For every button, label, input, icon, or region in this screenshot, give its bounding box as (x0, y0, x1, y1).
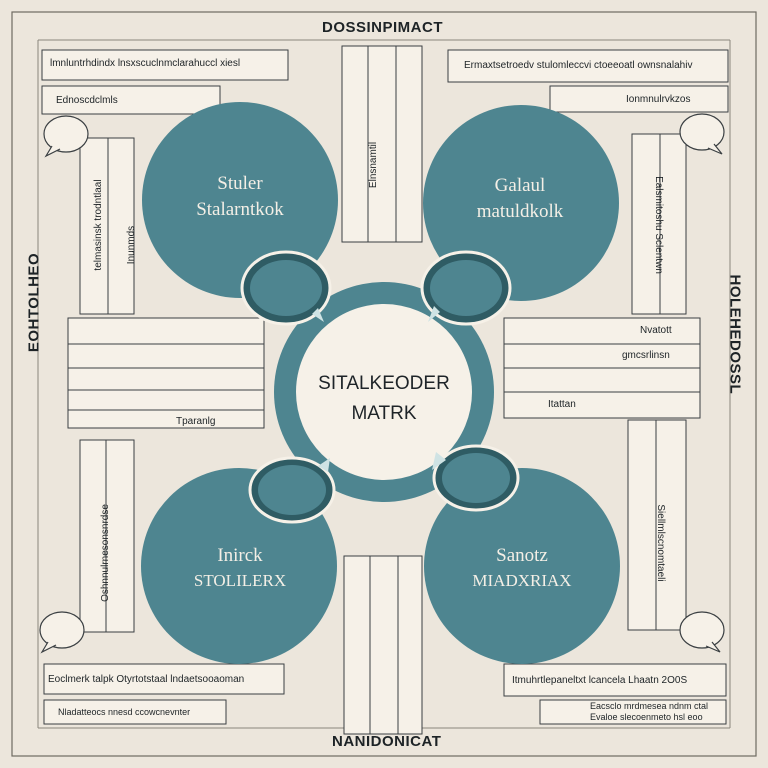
arrow-tip-top-left (312, 308, 324, 322)
speech-bubble-icon-top-right (679, 113, 725, 155)
column-bottom-center (343, 555, 423, 735)
edge-label-right: HOLEHEDOSSL (726, 274, 744, 395)
strip-label-top-left-a: lmnluntrhdindx lnsxscuclnmclarahuccl xie… (50, 58, 241, 69)
connector-oval-bottom-left (248, 456, 336, 524)
strip-bottom-left-a (43, 663, 285, 695)
strip-bottom-right-a (503, 663, 727, 697)
strip-label-bottom-right-a: Itmuhrtlepaneltxt lcancela Lhaatn 2O0S (512, 675, 688, 686)
bar-label-mid-left-a: Tparanlg (176, 416, 216, 427)
strip-bottom-right-b (539, 699, 727, 725)
bar-label-mid-right-a: Nvatott (640, 325, 672, 336)
edge-label-left: EOHTOLHEO (25, 252, 43, 353)
connector-oval-top-left (240, 250, 332, 326)
center-subtitle: MATRK (351, 403, 417, 424)
strip-top-right-b (549, 85, 729, 113)
strip-label-top-right-a: Ermaxtsetroedv stulomleccvi ctoeeoatl ow… (464, 60, 693, 71)
edge-label-bottom: NANIDONICAT (332, 733, 442, 750)
quadrant-circle-bottom-right (424, 468, 620, 664)
strip-top-left-b (41, 85, 221, 115)
column-top-center (341, 45, 423, 243)
arrow-tip-bottom-right (432, 452, 446, 470)
bar-label-mid-right-c: Itattan (548, 399, 576, 410)
panel-right-top (631, 133, 687, 315)
strip-label-bottom-left-a: Eoclmerk talpk Otyrtotstaal lndaetsooaom… (48, 674, 245, 685)
panel-label-left-top-b: Inunmds (126, 225, 137, 265)
quadrant-title-top-left: Stuler (217, 173, 263, 194)
quadrant-title-bottom-right: Sanotz (496, 545, 548, 566)
speech-bubble-icon-top-left (43, 115, 89, 158)
quadrant-circle-top-left (142, 102, 338, 298)
strip-label-top-right-b: Ionmnulrvkzos (626, 94, 691, 105)
arrow-tip-bottom-left (318, 458, 330, 472)
outer-border (11, 11, 757, 757)
panel-label-left-top: telmasinsk trodntlaal (93, 179, 104, 271)
quadrant-subtitle-top-left: Stalarntkok (196, 199, 284, 220)
strip-bottom-left-b (43, 699, 227, 725)
connector-oval-top-right (420, 250, 512, 326)
strip-top-left-a (41, 49, 289, 81)
arrow-tip-top-right (428, 306, 440, 322)
connector-oval-bottom-right (432, 444, 520, 512)
strip-label-bottom-right-c: Evaloe slecoenmeto hsl eoo (590, 712, 703, 722)
quadrant-title-bottom-left: Inirck (217, 545, 263, 566)
panel-label-right-top: Ealsmitoshu Sclentwn (653, 176, 664, 274)
quadrant-subtitle-bottom-right: MIADXRIAX (472, 571, 572, 590)
strip-top-right-a (447, 49, 729, 83)
column-label-top-center: Elnsnamtil (368, 141, 379, 189)
edge-label-top: DOSSINPIMACT (322, 19, 444, 36)
quadrant-subtitle-top-right: matuldkolk (476, 201, 564, 222)
center-title: SITALKEODER (318, 373, 450, 394)
panel-left-top (79, 137, 135, 315)
panel-label-right-bottom: Siellmlscnomtaeli (655, 504, 666, 582)
bar-label-mid-right-b: gmcsrlinsn (622, 350, 670, 361)
panel-left-bottom (79, 439, 135, 633)
quadrant-title-top-right: Galaul (494, 175, 546, 196)
center-disc (296, 304, 472, 480)
bars-middle-left (67, 317, 265, 429)
strip-label-bottom-right-b: Eacsclo mrdmesea ndnm ctal (590, 701, 709, 711)
panel-right-bottom (627, 419, 687, 631)
speech-bubble-icon-bottom-right (679, 611, 725, 653)
speech-bubble-icon-bottom-left (39, 611, 85, 654)
strip-label-top-left-b: Ednoscdclmls (56, 95, 118, 106)
quadrant-subtitle-bottom-left: STOLILERX (193, 571, 287, 590)
panel-label-left-bottom: Oshnnulrnesonsnrdse (100, 504, 111, 602)
strip-label-bottom-left-b: Nladatteocs nnesd ccowcnevnter (58, 707, 191, 717)
